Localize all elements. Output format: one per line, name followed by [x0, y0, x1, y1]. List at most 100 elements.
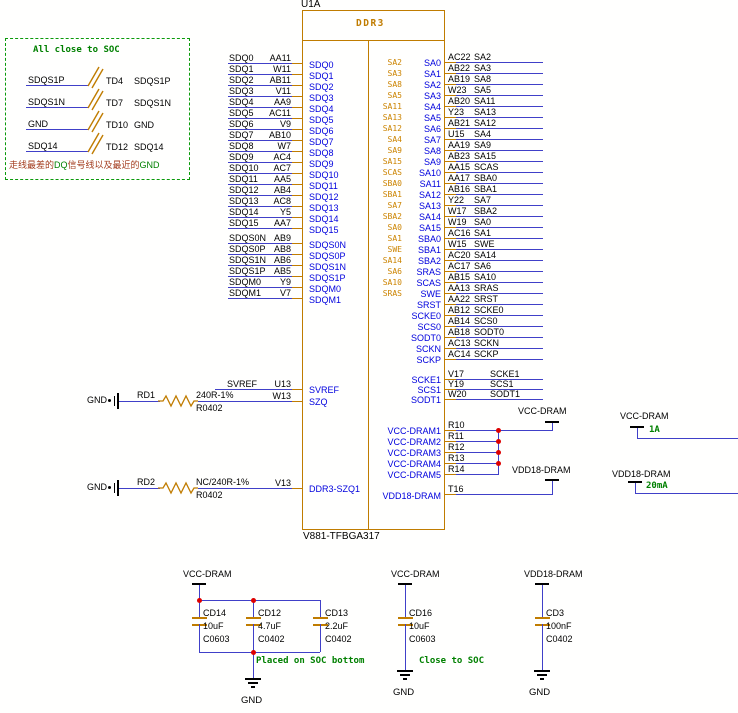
pin-name[interactable]: SA1 — [423, 69, 441, 79]
pin-number[interactable]: AB14 — [448, 316, 471, 326]
pin-number[interactable]: Y23 — [448, 107, 465, 117]
net-wire[interactable] — [456, 260, 543, 261]
pin-number[interactable]: AC11 — [269, 108, 291, 118]
pin-name[interactable]: SWE — [420, 289, 441, 299]
net-label[interactable]: SA10 — [474, 272, 497, 282]
pin-number[interactable]: AB18 — [448, 327, 471, 337]
pin-stub[interactable] — [445, 84, 456, 85]
pin-name[interactable]: SA9 — [423, 157, 441, 167]
net-wire[interactable] — [228, 96, 292, 97]
pin-name[interactable]: SDQ2 — [309, 82, 334, 92]
pin-name[interactable]: SBA0 — [417, 234, 441, 244]
pin-number[interactable]: AA13 — [448, 283, 471, 293]
capacitor-value[interactable]: 4.7uF — [258, 621, 282, 631]
capacitor-value[interactable]: 100nF — [546, 621, 572, 631]
pin-number[interactable]: V13 — [274, 478, 291, 488]
net-label[interactable]: SDQ2 — [229, 75, 254, 85]
resistor-footprint[interactable]: R0402 — [196, 403, 223, 413]
capacitor-footprint[interactable]: C0603 — [203, 634, 230, 644]
net-wire[interactable] — [228, 140, 292, 141]
pin-name[interactable]: VCC-DRAM2 — [387, 437, 441, 447]
pin-number[interactable]: R14 — [448, 464, 465, 474]
pin-number[interactable]: AB19 — [448, 74, 471, 84]
net-wire[interactable] — [228, 298, 292, 299]
pin-number[interactable]: AB15 — [448, 272, 471, 282]
pin-number[interactable]: AA22 — [448, 294, 471, 304]
net-label[interactable]: SDQ0 — [229, 53, 254, 63]
pin-number[interactable]: AC20 — [448, 250, 471, 260]
net-wire[interactable] — [228, 63, 292, 64]
pin-stub[interactable] — [445, 194, 456, 195]
cap-lead[interactable] — [253, 600, 254, 617]
pin-number[interactable]: AC8 — [273, 196, 291, 206]
net-label[interactable]: SDQ14 — [229, 207, 259, 217]
pin-stub[interactable] — [445, 304, 456, 305]
net-wire[interactable] — [228, 151, 292, 152]
net-label[interactable]: SVREF — [227, 379, 258, 389]
pin-name[interactable]: SDQS0N — [309, 240, 347, 250]
pin-number[interactable]: U15 — [448, 129, 465, 139]
net-wire[interactable] — [456, 62, 543, 63]
net-wire[interactable] — [228, 129, 292, 130]
pin-stub[interactable] — [445, 315, 456, 316]
pin-name[interactable]: SDQS1N — [309, 262, 347, 272]
net-wire[interactable] — [456, 161, 543, 162]
pin-stub[interactable] — [445, 161, 456, 162]
pin-name[interactable]: VCC-DRAM4 — [387, 459, 441, 469]
pin-number[interactable]: AC7 — [273, 163, 291, 173]
net-wire[interactable] — [456, 117, 543, 118]
net-wire[interactable] — [456, 238, 543, 239]
net-label[interactable]: SDQ5 — [229, 108, 254, 118]
pin-name[interactable]: SDQ9 — [309, 159, 334, 169]
capacitor-value[interactable]: 10uF — [203, 621, 224, 631]
capacitor-refdes[interactable]: CD12 — [258, 608, 282, 618]
pin-name[interactable]: SZQ — [309, 397, 328, 407]
pin-number[interactable]: AB16 — [448, 184, 471, 194]
pin-name[interactable]: SDQ1 — [309, 71, 334, 81]
pin-stub[interactable] — [445, 139, 456, 140]
power-wire[interactable] — [456, 463, 498, 464]
pin-stub[interactable] — [445, 359, 456, 360]
net-label[interactable]: SDQS1P — [229, 266, 266, 276]
pin-stub[interactable] — [445, 95, 456, 96]
power-flag-vcc-dram-label[interactable]: VCC-DRAM — [518, 406, 567, 416]
power-wire[interactable] — [635, 493, 738, 494]
power-stem[interactable] — [405, 585, 406, 617]
pin-number[interactable]: AB6 — [273, 255, 291, 265]
pin-stub[interactable] — [445, 249, 456, 250]
pin-stub[interactable] — [292, 184, 302, 185]
pin-name[interactable]: SCS0 — [417, 322, 441, 332]
pin-name[interactable]: SA5 — [423, 113, 441, 123]
pin-name[interactable]: SDQS1P — [309, 273, 346, 283]
pin-stub[interactable] — [445, 441, 456, 442]
cap-lead[interactable] — [199, 600, 200, 617]
pin-stub[interactable] — [445, 238, 456, 239]
net-label[interactable]: SDQ7 — [229, 130, 254, 140]
pin-name[interactable]: SRST — [416, 300, 441, 310]
pin-name[interactable]: SDQ8 — [309, 148, 334, 158]
power-wire[interactable] — [456, 441, 498, 442]
net-wire[interactable] — [456, 216, 543, 217]
gnd-wire[interactable] — [542, 624, 543, 670]
pin-stub[interactable] — [445, 474, 456, 475]
power-bus[interactable] — [199, 652, 320, 653]
net-label[interactable]: SBA0 — [474, 173, 498, 183]
pin-stub[interactable] — [445, 494, 456, 495]
pin-name[interactable]: SA2 — [423, 80, 441, 90]
net-label[interactable]: SRST — [474, 294, 499, 304]
pin-stub[interactable] — [292, 488, 302, 489]
pin-number[interactable]: AA7 — [273, 218, 291, 228]
pin-name[interactable]: SA7 — [423, 135, 441, 145]
power-wire[interactable] — [456, 430, 553, 431]
net-label[interactable]: SDQ3 — [229, 86, 254, 96]
power-stem[interactable] — [199, 585, 200, 600]
net-label[interactable]: SDQM1 — [229, 288, 262, 298]
pin-number[interactable]: W11 — [273, 64, 291, 74]
net-label[interactable]: SODT0 — [474, 327, 505, 337]
net-wire[interactable] — [228, 254, 292, 255]
pin-name[interactable]: SA4 — [423, 102, 441, 112]
pin-name[interactable]: SCKN — [415, 344, 441, 354]
pin-number[interactable]: AC14 — [448, 349, 471, 359]
pin-stub[interactable] — [292, 129, 302, 130]
pin-stub[interactable] — [292, 96, 302, 97]
